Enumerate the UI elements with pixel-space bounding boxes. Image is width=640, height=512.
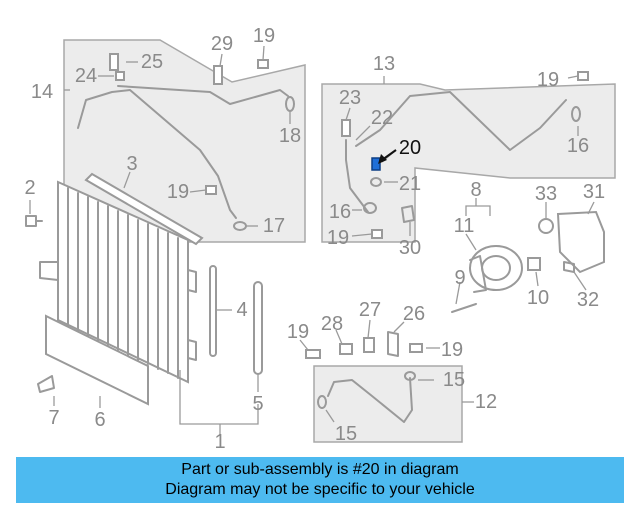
callout-19c: 19 xyxy=(327,227,349,249)
callout-18: 18 xyxy=(279,125,301,147)
callout-3: 3 xyxy=(126,153,137,175)
pressure-switch-20 xyxy=(371,157,381,171)
nut-33 xyxy=(538,218,554,234)
callout-15a: 15 xyxy=(443,369,465,391)
bolt-19-lowright xyxy=(409,343,423,353)
callout-30: 30 xyxy=(399,237,421,259)
callout-24: 24 xyxy=(75,65,97,87)
callout-19d: 19 xyxy=(537,69,559,91)
bolt-19-right xyxy=(577,71,589,81)
hose-12 xyxy=(327,377,413,423)
bolt-19-top xyxy=(257,59,269,69)
o-ring-21 xyxy=(370,177,382,187)
callout-32: 32 xyxy=(577,289,599,311)
callout-22: 22 xyxy=(371,107,393,129)
callout-33: 33 xyxy=(535,183,557,205)
bracket-7 xyxy=(37,375,55,393)
o-ring-18 xyxy=(285,96,295,112)
filter-drier-tube xyxy=(253,281,263,375)
hose-assembly-panel-13 xyxy=(321,83,616,243)
o-ring-16b xyxy=(571,106,581,122)
callout-1: 1 xyxy=(214,431,225,453)
condenser-panel-lower xyxy=(45,314,149,406)
bracket-30 xyxy=(401,205,415,223)
callout-19a: 19 xyxy=(253,25,275,47)
condenser-seal-upper xyxy=(84,172,204,246)
sensor-28 xyxy=(339,343,353,355)
callout-6: 6 xyxy=(94,409,105,431)
bolt-2 xyxy=(25,215,43,227)
callout-25: 25 xyxy=(141,51,163,73)
o-ring-15a xyxy=(404,371,416,381)
callout-17: 17 xyxy=(263,215,285,237)
callout-19b: 19 xyxy=(167,181,189,203)
callout-15b: 15 xyxy=(335,423,357,445)
callout-2: 2 xyxy=(24,177,35,199)
callout-31: 31 xyxy=(583,181,605,203)
callout-7: 7 xyxy=(48,407,59,429)
condenser xyxy=(39,180,197,384)
callout-28: 28 xyxy=(321,313,343,335)
o-ring-15b xyxy=(317,395,327,409)
sensor-29 xyxy=(213,65,223,85)
callout-27: 27 xyxy=(359,299,381,321)
info-banner: Part or sub-assembly is #20 in diagram D… xyxy=(16,457,624,503)
callout-16b: 16 xyxy=(567,135,589,157)
callout-4: 4 xyxy=(236,299,247,321)
valve-24 xyxy=(115,71,125,81)
callout-29: 29 xyxy=(211,33,233,55)
callout-19e: 19 xyxy=(287,321,309,343)
callout-19f: 19 xyxy=(441,339,463,361)
plug-10 xyxy=(527,257,541,271)
valve-27 xyxy=(363,337,375,353)
bracket-26 xyxy=(387,331,399,357)
callout-5: 5 xyxy=(252,393,263,415)
banner-line-disclaimer: Diagram may not be specific to your vehi… xyxy=(165,481,475,498)
callout-21: 21 xyxy=(399,173,421,195)
receiver-drier-rod xyxy=(209,265,217,357)
callout-23: 23 xyxy=(339,87,361,109)
clip-32 xyxy=(563,261,575,273)
hose-assembly-panel-12 xyxy=(313,365,463,443)
o-ring-16a xyxy=(363,202,377,214)
valve-25 xyxy=(109,53,119,71)
bolt-19-lower xyxy=(371,229,383,239)
bolt-19-mid xyxy=(205,185,217,195)
shield-31 xyxy=(556,210,605,274)
callout-14: 14 xyxy=(31,81,53,103)
callout-8: 8 xyxy=(470,179,481,201)
callout-11: 11 xyxy=(454,215,475,237)
hose-14 xyxy=(77,89,237,219)
callout-12: 12 xyxy=(475,391,497,413)
callout-9: 9 xyxy=(454,267,465,289)
valve-23 xyxy=(341,119,351,137)
callout-13: 13 xyxy=(373,53,395,75)
callout-26: 26 xyxy=(403,303,425,325)
bolt-19-lowleft xyxy=(305,349,321,359)
bolt-9 xyxy=(451,303,477,313)
arrow-to-part-20 xyxy=(378,149,397,164)
compressor xyxy=(469,245,523,293)
banner-line-part-number: Part or sub-assembly is #20 in diagram xyxy=(181,461,459,478)
leader-lines xyxy=(29,45,595,436)
callout-20-highlighted: 20 xyxy=(399,137,421,159)
callout-16a: 16 xyxy=(329,201,351,223)
callout-10: 10 xyxy=(527,287,549,309)
